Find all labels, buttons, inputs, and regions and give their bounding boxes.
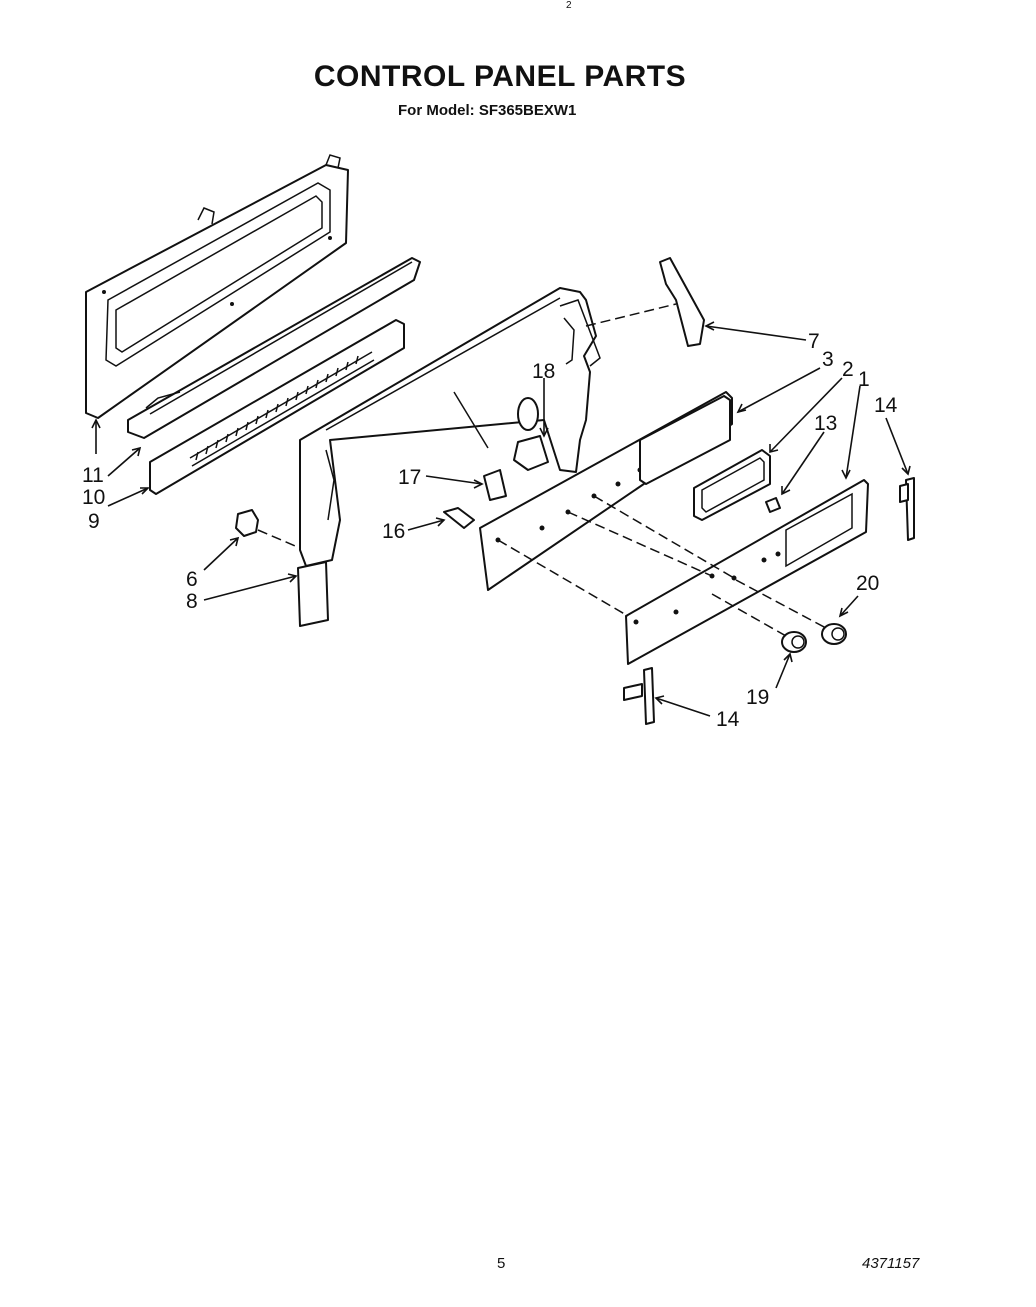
page-top-mark: 2	[566, 0, 572, 11]
part-17-connector	[483, 469, 507, 501]
callout-1: 1	[858, 368, 870, 391]
part-14-side-trim-bottom	[623, 667, 655, 725]
part-11-rear-panel	[85, 154, 349, 419]
callout-14-right: 14	[874, 394, 898, 417]
callout-18: 18	[532, 360, 555, 383]
part-9-vent-bracket	[149, 319, 405, 495]
part-18-switch	[453, 391, 549, 471]
model-subtitle: For Model: SF365BEXW1	[398, 102, 577, 119]
part-20-knob	[735, 579, 847, 645]
part-2-display-window	[693, 449, 771, 521]
callout-2: 2	[842, 358, 854, 381]
page-number: 5	[497, 1255, 506, 1272]
callout-13: 13	[814, 412, 837, 435]
callout-6: 6	[186, 568, 198, 591]
callout-17: 17	[398, 466, 421, 489]
part-16-bushing	[443, 507, 475, 529]
callout-10: 10	[82, 486, 105, 509]
part-1-front-panel	[497, 479, 869, 665]
callout-8: 8	[186, 590, 198, 613]
callout-19: 19	[746, 686, 769, 709]
callout-11: 11	[82, 464, 104, 487]
leader-lines	[91, 321, 911, 717]
callout-7: 7	[808, 330, 820, 353]
part-13-lamp	[765, 497, 781, 513]
part-19-knob	[711, 593, 807, 653]
part-14-side-trim-right	[899, 477, 915, 541]
callout-14-bottom: 14	[716, 708, 740, 731]
callout-9: 9	[88, 510, 100, 533]
callout-3: 3	[822, 348, 834, 371]
console-frame	[299, 287, 601, 567]
document-number: 4371157	[862, 1255, 920, 1272]
callout-20: 20	[856, 572, 879, 595]
part-7-end-cap	[585, 257, 705, 347]
callout-16: 16	[382, 520, 405, 543]
page-title: CONTROL PANEL PARTS	[313, 60, 687, 93]
part-6-clip	[235, 509, 301, 549]
part-3-display-frame	[639, 395, 731, 485]
part-10-trim-strip	[127, 257, 421, 439]
part-8-leg	[297, 561, 329, 627]
